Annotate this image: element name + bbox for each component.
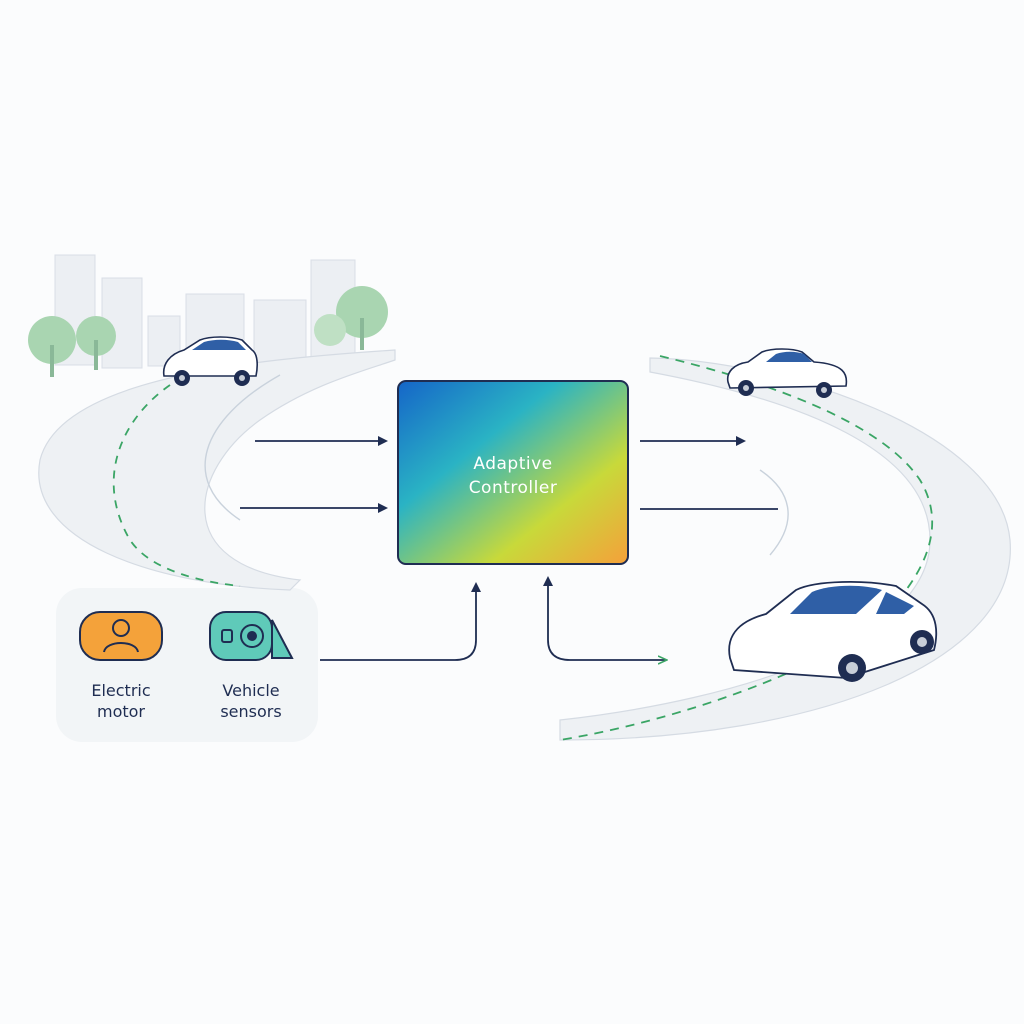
trees — [28, 286, 388, 377]
tree-icon — [76, 316, 116, 370]
tree-icon — [28, 316, 76, 377]
car-right-bottom — [728, 581, 938, 682]
arrow-input-panel — [320, 582, 481, 661]
input-arrows — [240, 436, 481, 661]
tree-icon — [314, 314, 346, 346]
building — [253, 299, 307, 367]
driver-icon — [79, 611, 163, 661]
lane-marking — [112, 384, 241, 587]
electric-motor-label: Electric motor — [66, 680, 176, 722]
car-left — [162, 336, 258, 386]
vehicle-sensors-line1: Vehicle — [222, 681, 280, 700]
adaptive-controller-box — [397, 380, 629, 565]
left-road — [38, 349, 396, 591]
output-arrows — [547, 436, 778, 660]
electric-motor-line1: Electric — [91, 681, 151, 700]
electric-motor-line2: motor — [96, 702, 145, 721]
vehicle-sensors-label: Vehicle sensors — [196, 680, 306, 722]
arrow-feedback — [547, 584, 666, 660]
camera-icon — [209, 611, 294, 661]
lane-marking — [559, 355, 934, 741]
tree-icon — [336, 286, 388, 350]
vehicle-sensors-line2: sensors — [220, 702, 282, 721]
car-right-top — [726, 348, 848, 398]
